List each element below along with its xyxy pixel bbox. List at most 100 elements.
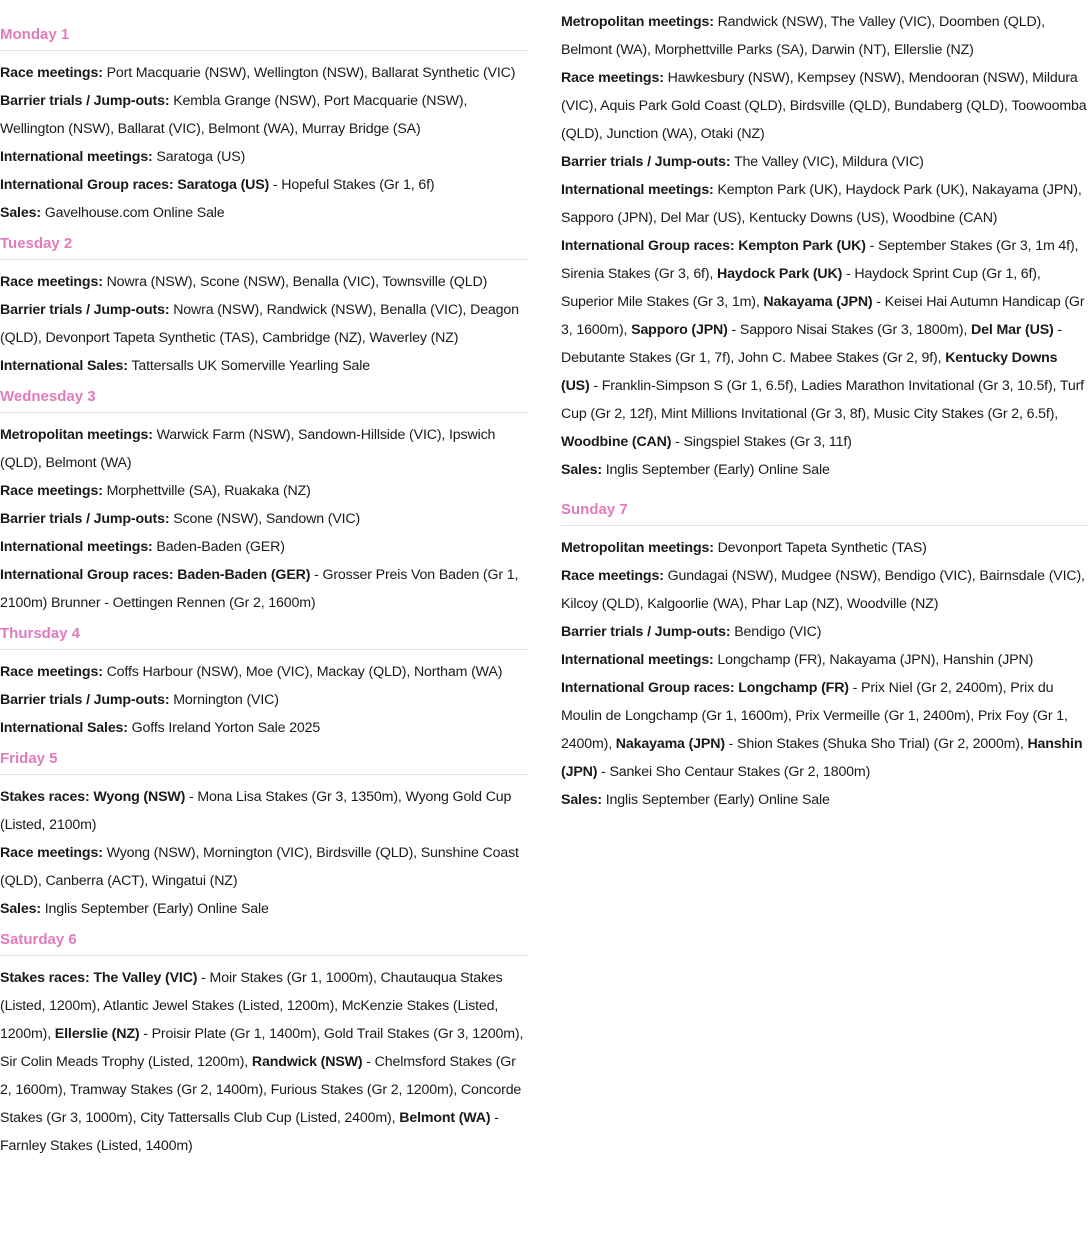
entry-text: Bendigo (VIC) xyxy=(730,624,822,640)
entry-text: Longchamp (FR), Nakayama (JPN), Hanshin … xyxy=(713,652,1034,668)
entry-text: - Keisei Hai Autumn Handicap (Gr 3, 1600… xyxy=(561,294,1085,338)
entry-label: Woodbine (CAN) xyxy=(561,434,672,450)
left-column: Monday 1 Race meetings: Port Macquarie (… xyxy=(0,18,528,1160)
entry: Barrier trials / Jump-outs: Mornington (… xyxy=(0,686,528,714)
entry-text: Inglis September (Early) Online Sale xyxy=(40,901,269,917)
entry-label: Barrier trials / Jump-outs: xyxy=(561,624,731,640)
day-monday: Monday 1 Race meetings: Port Macquarie (… xyxy=(0,18,528,227)
entry: Race meetings: Nowra (NSW), Scone (NSW),… xyxy=(0,268,528,296)
entry-label: International Sales: xyxy=(0,358,128,374)
entry-label: Sales: xyxy=(561,462,602,478)
entry-text: Port Macquarie (NSW), Wellington (NSW), … xyxy=(102,65,516,81)
entry-label: Randwick (NSW) xyxy=(251,1054,363,1070)
entry-label: Race meetings: xyxy=(561,70,664,86)
entry-text: - Franklin-Simpson S (Gr 1, 6.5f), Ladie… xyxy=(561,378,1084,422)
entry: Stakes races: Wyong (NSW) - Mona Lisa St… xyxy=(0,783,528,839)
day-title: Tuesday 2 xyxy=(0,227,528,260)
day-title: Friday 5 xyxy=(0,742,528,775)
day-friday: Friday 5 Stakes races: Wyong (NSW) - Mon… xyxy=(0,742,528,923)
entry-text: Kembla Grange (NSW), Port Macquarie (NSW… xyxy=(0,93,468,137)
entry: Sales: Gavelhouse.com Online Sale xyxy=(0,199,528,227)
entry-label: Ellerslie (NZ) xyxy=(54,1026,140,1042)
entry-label: Race meetings: xyxy=(561,568,664,584)
day-thursday: Thursday 4 Race meetings: Coffs Harbour … xyxy=(0,617,528,742)
entry-label: Stakes races: The Valley (VIC) xyxy=(0,970,198,986)
day-tuesday: Tuesday 2 Race meetings: Nowra (NSW), Sc… xyxy=(0,227,528,380)
entry: Barrier trials / Jump-outs: The Valley (… xyxy=(561,148,1088,176)
right-column: Metropolitan meetings: Randwick (NSW), T… xyxy=(561,8,1088,814)
entry-label: International Group races: Kempton Park … xyxy=(561,238,866,254)
spacer xyxy=(561,484,1088,493)
entry-text: Nowra (NSW), Randwick (NSW), Benalla (VI… xyxy=(0,302,519,346)
entry: Metropolitan meetings: Warwick Farm (NSW… xyxy=(0,421,528,477)
entry-label: Barrier trials / Jump-outs: xyxy=(561,154,731,170)
entry-label: International meetings: xyxy=(561,652,714,668)
entry-text: Mornington (VIC) xyxy=(169,692,279,708)
entry-text: Randwick (NSW), The Valley (VIC), Doombe… xyxy=(561,14,1045,58)
entry-text: - Mona Lisa Stakes (Gr 3, 1350m), Wyong … xyxy=(0,789,512,833)
entry: Race meetings: Morphettville (SA), Ruaka… xyxy=(0,477,528,505)
entry-label: Hanshin (JPN) xyxy=(561,736,1083,780)
entry-text: Baden-Baden (GER) xyxy=(152,539,285,555)
entry-label: Nakayama (JPN) xyxy=(763,294,873,310)
entry: International Group races: Longchamp (FR… xyxy=(561,674,1088,786)
entry-text: - Haydock Sprint Cup (Gr 1, 6f), Superio… xyxy=(561,266,1041,310)
entry-text: The Valley (VIC), Mildura (VIC) xyxy=(730,154,924,170)
entry-label: Metropolitan meetings: xyxy=(561,540,714,556)
day-title: Wednesday 3 xyxy=(0,380,528,413)
entry-label: Sapporo (JPN) xyxy=(631,322,728,338)
entry: Barrier trials / Jump-outs: Bendigo (VIC… xyxy=(561,618,1088,646)
entry-label: Belmont (WA) xyxy=(399,1110,491,1126)
entry-label: Sales: xyxy=(561,792,602,808)
entry-label: Barrier trials / Jump-outs: xyxy=(0,692,170,708)
entry-label: International Sales: xyxy=(0,720,128,736)
entry: Sales: Inglis September (Early) Online S… xyxy=(561,786,1088,814)
entry: International Group races: Saratoga (US)… xyxy=(0,171,528,199)
day-saturday-continued: Metropolitan meetings: Randwick (NSW), T… xyxy=(561,8,1088,484)
entry-label: Race meetings: xyxy=(0,483,103,499)
entry-text: - Sankei Sho Centaur Stakes (Gr 2, 1800m… xyxy=(597,764,871,780)
entry: International meetings: Baden-Baden (GER… xyxy=(0,533,528,561)
day-title: Saturday 6 xyxy=(0,923,528,956)
entry-text: Wyong (NSW), Mornington (VIC), Birdsvill… xyxy=(0,845,519,889)
entry-label: International meetings: xyxy=(561,182,714,198)
entry-label: Haydock Park (UK) xyxy=(717,266,843,282)
entry-text: Goffs Ireland Yorton Sale 2025 xyxy=(127,720,321,736)
entry: International Sales: Tattersalls UK Some… xyxy=(0,352,528,380)
entry-label: International Group races: Baden-Baden (… xyxy=(0,567,311,583)
entry-text: - Proisir Plate (Gr 1, 1400m), Gold Trai… xyxy=(0,1026,524,1070)
entry: International meetings: Kempton Park (UK… xyxy=(561,176,1088,232)
entry: International Group races: Baden-Baden (… xyxy=(0,561,528,617)
day-saturday: Saturday 6 Stakes races: The Valley (VIC… xyxy=(0,923,528,1160)
entry-text: Gavelhouse.com Online Sale xyxy=(40,205,225,221)
entry: Race meetings: Port Macquarie (NSW), Wel… xyxy=(0,59,528,87)
entry-label: Metropolitan meetings: xyxy=(561,14,714,30)
entry-text: - Grosser Preis Von Baden (Gr 1, 2100m) … xyxy=(0,567,519,611)
entry-text: - Hopeful Stakes (Gr 1, 6f) xyxy=(269,177,435,193)
entry-text: - Farnley Stakes (Listed, 1400m) xyxy=(0,1110,499,1154)
entry-label: Race meetings: xyxy=(0,664,103,680)
entry: Barrier trials / Jump-outs: Scone (NSW),… xyxy=(0,505,528,533)
day-wednesday: Wednesday 3 Metropolitan meetings: Warwi… xyxy=(0,380,528,617)
entry-label: Race meetings: xyxy=(0,845,103,861)
entry: Race meetings: Gundagai (NSW), Mudgee (N… xyxy=(561,562,1088,618)
entry-text: Scone (NSW), Sandown (VIC) xyxy=(169,511,361,527)
entry-label: International Group races: Longchamp (FR… xyxy=(561,680,849,696)
entry-text: - Chelmsford Stakes (Gr 2, 1600m), Tramw… xyxy=(0,1054,522,1126)
entry: Sales: Inglis September (Early) Online S… xyxy=(561,456,1088,484)
entry-label: Barrier trials / Jump-outs: xyxy=(0,302,170,318)
entry-label: Metropolitan meetings: xyxy=(0,427,153,443)
entry: Sales: Inglis September (Early) Online S… xyxy=(0,895,528,923)
entry-text: Inglis September (Early) Online Sale xyxy=(601,792,830,808)
entry-text: - Moir Stakes (Gr 1, 1000m), Chautauqua … xyxy=(0,970,503,1042)
entry-text: Inglis September (Early) Online Sale xyxy=(601,462,830,478)
entry-text: Coffs Harbour (NSW), Moe (VIC), Mackay (… xyxy=(102,664,503,680)
entry: Barrier trials / Jump-outs: Kembla Grang… xyxy=(0,87,528,143)
entry-label: Del Mar (US) xyxy=(971,322,1054,338)
entry-text: - September Stakes (Gr 3, 1m 4f), Sireni… xyxy=(561,238,1079,282)
entry-label: Barrier trials / Jump-outs: xyxy=(0,511,170,527)
entry: International Group races: Kempton Park … xyxy=(561,232,1088,456)
entry-text: Gundagai (NSW), Mudgee (NSW), Bendigo (V… xyxy=(561,568,1085,612)
entry-label: Sales: xyxy=(0,205,41,221)
entry-label: Race meetings: xyxy=(0,274,103,290)
